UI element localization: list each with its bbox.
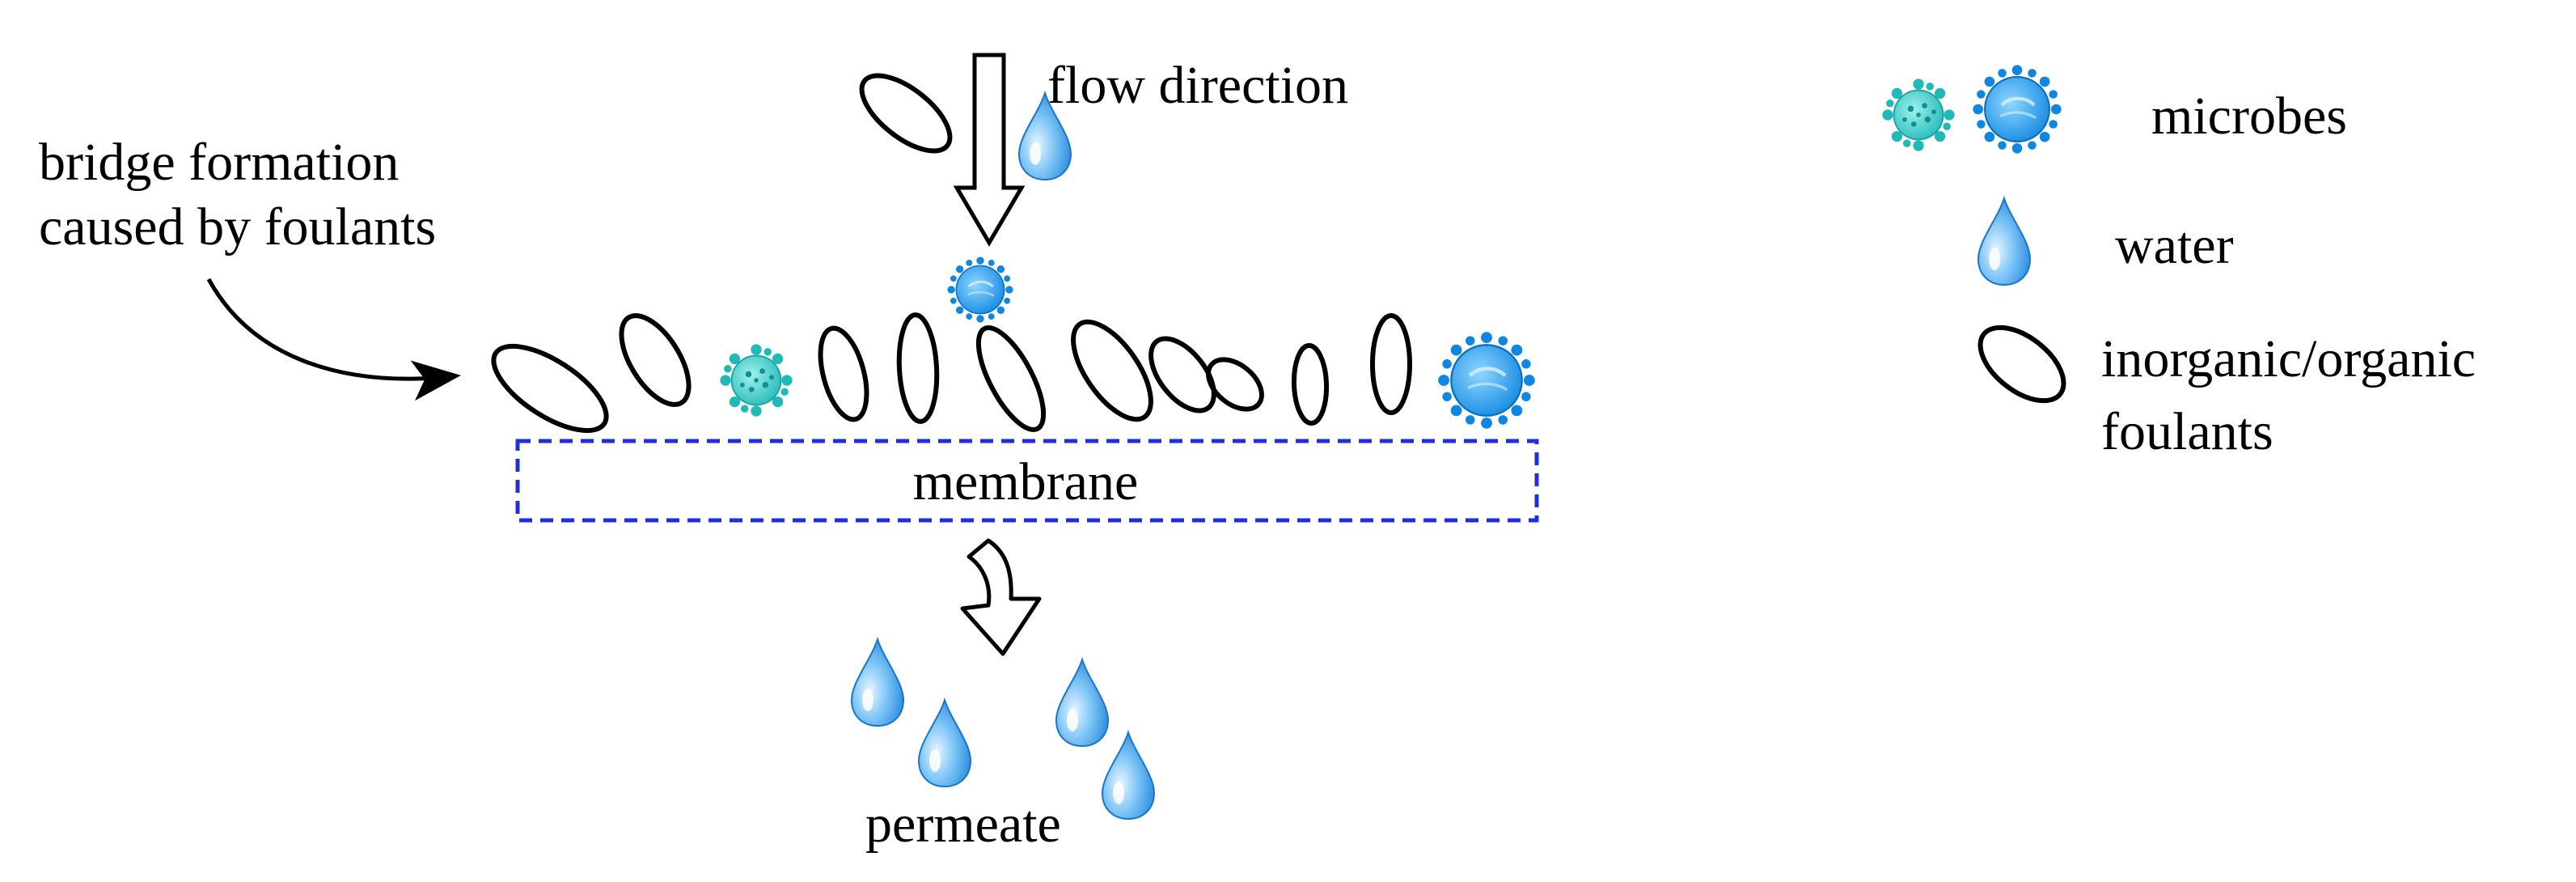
bridge-formation-label-line1: bridge formation [39, 133, 399, 192]
foulant-ellipse-icon [619, 313, 692, 407]
legend-foulants-label-line1: inorganic/organic [2101, 329, 2476, 388]
water-drop-icon [851, 638, 904, 727]
permeate-label: permeate [865, 795, 1061, 854]
legend: microbes water inorganic/organic foulant… [1881, 65, 2476, 461]
foulant-ellipse-icon [818, 325, 869, 422]
foulant-ellipse-icon [1206, 357, 1264, 412]
foulant-layer [491, 312, 1535, 434]
flow-direction-label: flow direction [1047, 56, 1348, 115]
microbe-blue-icon [1973, 65, 2061, 153]
legend-foulants-label-line2: foulants [2101, 402, 2274, 461]
membrane-box [515, 439, 1539, 523]
foulant-ellipse-icon [975, 324, 1047, 433]
foulant-ellipse-icon [1148, 336, 1216, 413]
water-drop-icon [1977, 197, 2031, 286]
water-drop-icon [1102, 731, 1155, 820]
foulant-ellipse-icon [859, 73, 953, 154]
flow-arrow-icon [953, 53, 1026, 247]
foulant-ellipse-icon [1071, 319, 1153, 422]
water-drop-icon [918, 699, 971, 787]
foulant-ellipse-icon [491, 343, 609, 434]
microbe-blue-icon [945, 255, 1015, 324]
legend-water-label: water [2115, 216, 2234, 275]
bridge-formation-label-line2: caused by foulants [39, 197, 436, 257]
foulant-ellipse-icon [896, 312, 940, 424]
foulant-ellipse-icon [1291, 343, 1330, 426]
microbe-teal-icon [1881, 78, 1956, 152]
microbe-teal-icon [719, 343, 793, 418]
legend-microbes-label: microbes [2151, 87, 2347, 146]
permeate-arrow-icon [960, 538, 1042, 656]
microbe-blue-icon [1438, 332, 1535, 429]
membrane-label: membrane [913, 452, 1139, 511]
foulant-ellipse-icon [1370, 313, 1412, 415]
curved-arrow-icon [206, 278, 461, 401]
water-drop-icon [1055, 659, 1109, 747]
foulant-ellipse-icon [1977, 324, 2066, 404]
